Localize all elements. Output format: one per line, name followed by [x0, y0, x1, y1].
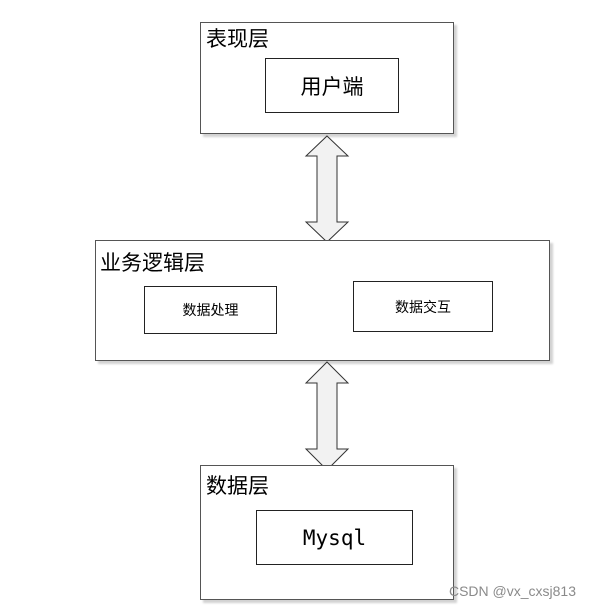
data-layer: 数据层 Mysql [200, 465, 454, 600]
bidirectional-arrow-top [304, 135, 350, 243]
client-box: 用户端 [265, 58, 399, 113]
watermark: CSDN @vx_cxsj813 [448, 583, 576, 599]
business-logic-layer-title: 业务逻辑层 [100, 251, 205, 275]
bidirectional-arrow-bottom [304, 361, 350, 471]
business-logic-layer: 业务逻辑层 数据处理 数据交互 [95, 240, 550, 361]
data-interaction-box: 数据交互 [353, 281, 493, 332]
mysql-box: Mysql [256, 510, 413, 565]
presentation-layer-title: 表现层 [206, 27, 269, 51]
presentation-layer: 表现层 用户端 [200, 22, 454, 134]
data-layer-title: 数据层 [206, 474, 269, 498]
data-processing-box: 数据处理 [144, 286, 277, 334]
